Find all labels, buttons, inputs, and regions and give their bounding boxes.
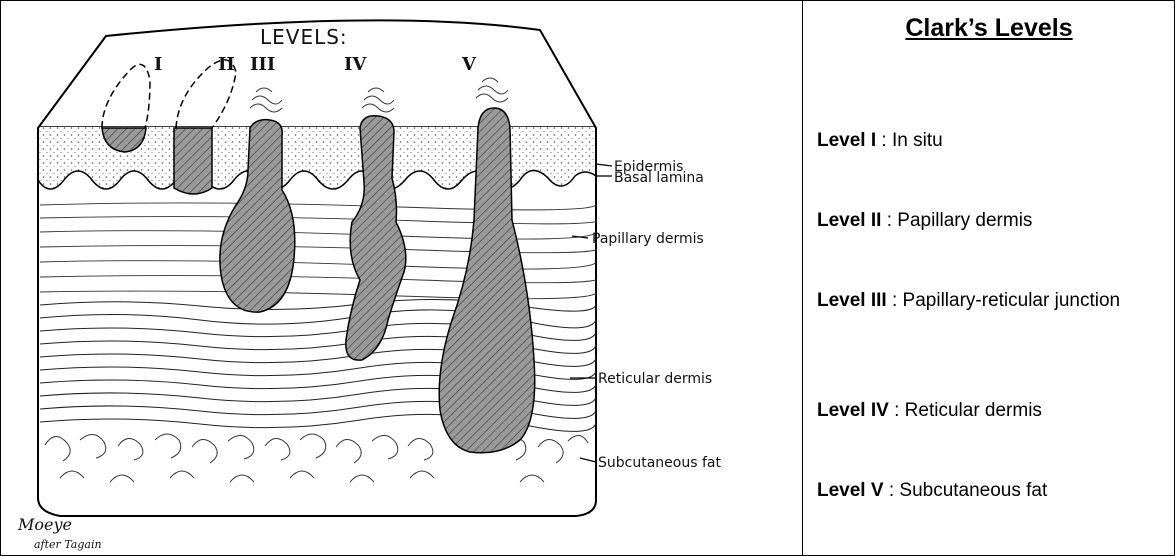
artist-signature-credit: after Tagain — [34, 538, 102, 551]
level-4-entry: Level IV : Reticular dermis — [817, 396, 1173, 426]
level-3-desc: Papillary-reticular junction — [903, 290, 1121, 311]
level-4-label: Level IV — [817, 400, 889, 421]
skin-cross-section: LEVELS: I II III IV V Epidermis Basal la… — [0, 0, 802, 556]
label-subcutaneous-fat: Subcutaneous fat — [598, 455, 721, 471]
level-3-entry: Level III : Papillary-reticular junction — [817, 286, 1173, 316]
level-1-label: Level I — [817, 130, 876, 151]
numeral-1: I — [154, 54, 162, 75]
label-basal-lamina: Basal lamina — [614, 170, 704, 186]
numeral-3: III — [250, 54, 275, 75]
levels-header: LEVELS: — [260, 25, 348, 49]
level-2-label: Level II — [817, 210, 881, 231]
level-5-desc: Subcutaneous fat — [899, 480, 1047, 501]
level-2-desc: Papillary dermis — [897, 210, 1032, 231]
numeral-2: II — [218, 54, 235, 75]
level-2-entry: Level II : Papillary dermis — [817, 206, 1173, 236]
level-3-sep: : — [887, 290, 903, 311]
label-reticular-dermis: Reticular dermis — [598, 371, 712, 387]
level-2-sep: : — [881, 210, 897, 231]
numeral-4: IV — [344, 54, 367, 75]
level-3-label: Level III — [817, 290, 887, 311]
level-1-sep: : — [876, 130, 892, 151]
numeral-5: V — [461, 54, 477, 75]
label-papillary-dermis: Papillary dermis — [592, 231, 704, 247]
level-4-desc: Reticular dermis — [905, 400, 1042, 421]
level-5-label: Level V — [817, 480, 884, 501]
level-5-sep: : — [884, 480, 900, 501]
clark-levels-illustration: LEVELS: I II III IV V Epidermis Basal la… — [0, 0, 802, 556]
level-2-tumor — [174, 128, 212, 194]
level-1-entry: Level I : In situ — [817, 126, 1173, 156]
legend-panel: Clark’s Levels Level I : In situ Level I… — [803, 0, 1175, 556]
artist-signature: Moeye — [17, 515, 72, 534]
level-4-sep: : — [889, 400, 905, 421]
level-1-desc: In situ — [892, 130, 943, 151]
level-5-entry: Level V : Subcutaneous fat — [817, 476, 1173, 506]
panel-title: Clark’s Levels — [803, 14, 1175, 43]
